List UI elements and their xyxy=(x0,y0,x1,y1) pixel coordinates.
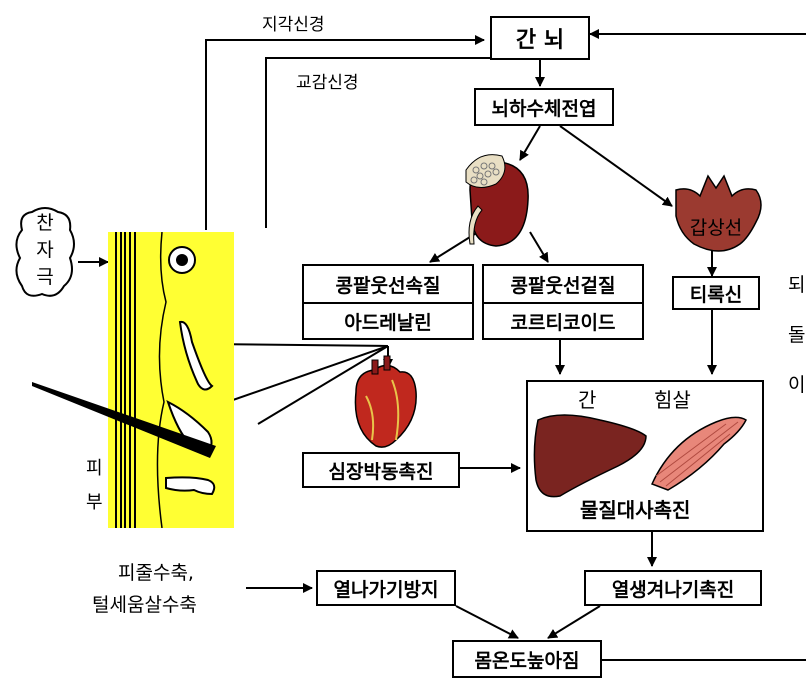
sympathetic-nerve-label: 교감신경 xyxy=(296,73,359,93)
heat-production-box: 열생겨나기촉진 xyxy=(584,570,762,606)
right-edge-char-2: 돌 xyxy=(788,324,806,346)
cold-stimulus-cloud: 찬 자 극 xyxy=(12,202,78,302)
muscle-label: 힘살 xyxy=(654,388,691,412)
skin-label-char-2: 부 xyxy=(86,492,103,513)
pituitary-box: 뇌하수체전엽 xyxy=(474,88,614,126)
metabolism-label: 물질대사촉진 xyxy=(580,498,691,522)
cold-stimulus-char-2: 자 xyxy=(36,239,54,261)
sensory-nerve-label: 지각신경 xyxy=(262,15,325,35)
thyroid-label: 갑상선 xyxy=(690,217,742,239)
sensory-nerve-arrow xyxy=(205,35,485,230)
heat-prevention-box: 열나가기방지 xyxy=(316,570,456,606)
sympathetic-nerve-line xyxy=(265,57,540,228)
right-edge-char-3: 이 xyxy=(788,374,806,396)
adrenaline-box: 아드레날린 xyxy=(302,302,474,340)
cold-stimulus-char-3: 극 xyxy=(36,266,54,288)
skin-label-char-1: 피 xyxy=(86,458,103,479)
corticoid-box: 코르티코이드 xyxy=(482,302,644,340)
piloerection-label: 털세움살수축 xyxy=(92,594,197,616)
thyroxine-box: 티록신 xyxy=(672,276,760,310)
heartbeat-box: 심장박동촉진 xyxy=(302,452,460,488)
brain-box: 간 뇌 xyxy=(490,16,590,60)
right-edge-char-1: 되 xyxy=(788,274,806,296)
cold-stimulus-char-1: 찬 xyxy=(36,212,54,234)
temp-rise-box: 몸온도높아짐 xyxy=(452,640,602,678)
vasoconstriction-label: 피줄수축, xyxy=(118,562,194,584)
liver-label: 간 xyxy=(578,388,597,412)
